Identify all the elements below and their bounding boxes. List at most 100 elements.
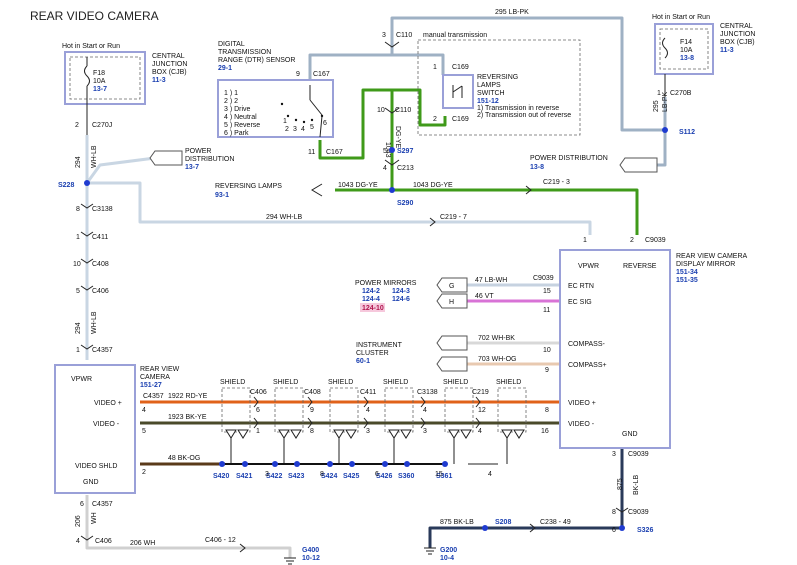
g200-ref: 10-4 [440,555,454,562]
c110-pin-top: 3 [382,32,386,39]
mirror-box [559,249,671,449]
dtr-name-2: RANGE (DTR) SENSOR [218,57,295,64]
wh-bk-label: 702 WH-BK [478,335,515,342]
power-dist-right-arrow-icon [619,157,658,173]
harness-pin-minus: 3 [366,428,370,435]
connector-icon [384,41,400,48]
dg-ye-right-label: 1043 DG-YE [413,182,453,189]
cjb-left-conn: C270J [92,122,112,129]
shield-drain-icon [225,429,237,439]
camera-video-plus: VIDEO + [94,400,122,407]
ic-connector-icon [436,335,468,351]
connector-icon [363,417,369,429]
mirror-gnd: GND [622,431,638,438]
shield-box [444,387,474,433]
wh-bottom-vert-label: WH [91,512,98,524]
cjb-right-inner [659,28,709,70]
rd-ye-label: 1922 RD-YE [168,393,208,400]
drain-splice [219,461,225,467]
fuse-icon [662,37,668,59]
power-mirrors-label: POWER MIRRORS [355,280,417,287]
cjb-left-fuse-ref: 13-7 [93,86,107,93]
bk-ye-label: 1923 BK-YE [168,414,207,421]
reversing-switch-box [442,74,474,109]
manual-trans-label: manual transmission [423,32,487,39]
bk-lb-vert-num: 875 [617,478,624,490]
wh-bottom-vert-num: 206 [75,515,82,527]
mirror-conn-ec: C9039 [533,275,554,282]
mirror-name-1: DISPLAY MIRROR [676,261,735,268]
mirror-pin-vpwr: 1 [583,237,587,244]
connector-icon [80,535,94,541]
drain-splice-label: S425 [343,473,359,480]
splice-s297 [389,147,395,153]
drain-splice-label: S420 [213,473,229,480]
manual-trans-box [417,39,581,136]
mirror-pin-ec-rtn: 15 [543,288,551,295]
dtr-num-2: 2 [285,126,289,133]
inline-conn-pin: 1 [76,234,80,241]
connector-icon [384,107,400,114]
wire-wh-lb-pd [85,156,156,184]
shield-box [274,387,304,433]
harness-conn-label: C219 [472,389,489,396]
camera-box [54,364,136,494]
dtr-name-1: TRANSMISSION [218,49,271,56]
c213-label: C213 [397,165,414,172]
cjb-right-box [654,23,714,75]
shield-label: SHIELD [496,379,521,386]
mirror-ec-sig: EC SIG [568,299,592,306]
c110-pin-low: 10 [377,107,385,114]
connector-icon [384,159,400,166]
harness-pin-plus: 4 [366,407,370,414]
harness-pin-minus: 8 [310,428,314,435]
s326-pin: 6 [612,527,616,534]
conn-g-label: G [449,283,454,290]
dtr-box [217,79,334,138]
drain-splice [404,461,410,467]
mirror-ec-rtn: EC RTN [568,283,594,290]
dtr-num-1: 1 [283,118,287,125]
c9039-bottom-conn: C9039 [628,509,649,516]
lb-pk-top-label: 295 LB-PK [495,9,529,16]
switch-name-0: REVERSING [477,74,518,81]
harness-pin-plus: 6 [256,407,260,414]
switch-conn-top: C169 [452,64,469,71]
wh-lb-horiz-label: 294 WH-LB [266,214,303,221]
mirror-ref-0: 151-34 [676,269,698,276]
wire-wh-lb-horiz [87,181,592,235]
connector-icon [429,217,436,227]
wire-bk-lb [428,445,624,548]
cjb-right-ref: 11-3 [720,47,734,54]
harness-pin-minus: 3 [423,428,427,435]
wh-lb-upper-num: 294 [75,156,82,168]
dtr-conn-bottom: C167 [326,149,343,156]
c406-12-label: C406 - 12 [205,537,236,544]
drain-splice-label: S422 [266,473,282,480]
mirror-video-minus: VIDEO - [568,421,595,428]
s228-label: S228 [58,182,74,189]
dtr-pos-5: 6 ) Park [224,130,249,137]
inline-conn-name: C406 [92,288,109,295]
shield-label: SHIELD [273,379,298,386]
shield-box [497,387,527,433]
wire-dg-ye-horiz [335,188,639,235]
switch-note-1: 2) Transmission out of reverse [477,112,571,119]
mirror-name-0: REAR VIEW CAMERA [676,253,748,260]
harness-pin-plus: 12 [478,407,486,414]
shield-label: SHIELD [443,379,468,386]
power-dist-left-ref: 13-7 [185,164,199,171]
camera-conn-gnd: C4357 [92,501,113,508]
s326-label: S326 [637,527,653,534]
cjb-right-name-1: JUNCTION [720,31,755,38]
camera-gnd: GND [83,479,99,486]
camera-name-1: CAMERA [140,374,170,381]
shield-label: SHIELD [383,379,408,386]
mirror-compass-minus: COMPASS- [568,341,605,348]
harness-conn-label: C3138 [417,389,438,396]
cjb-left-name-2: BOX (CJB) [152,69,187,76]
mirror-ref-1: 151-35 [676,277,698,284]
c406-bottom-pin: 4 [76,538,80,545]
cjb-right-pin: 1 [657,90,661,97]
dtr-pos-4: 5 ) Reverse [224,122,260,129]
